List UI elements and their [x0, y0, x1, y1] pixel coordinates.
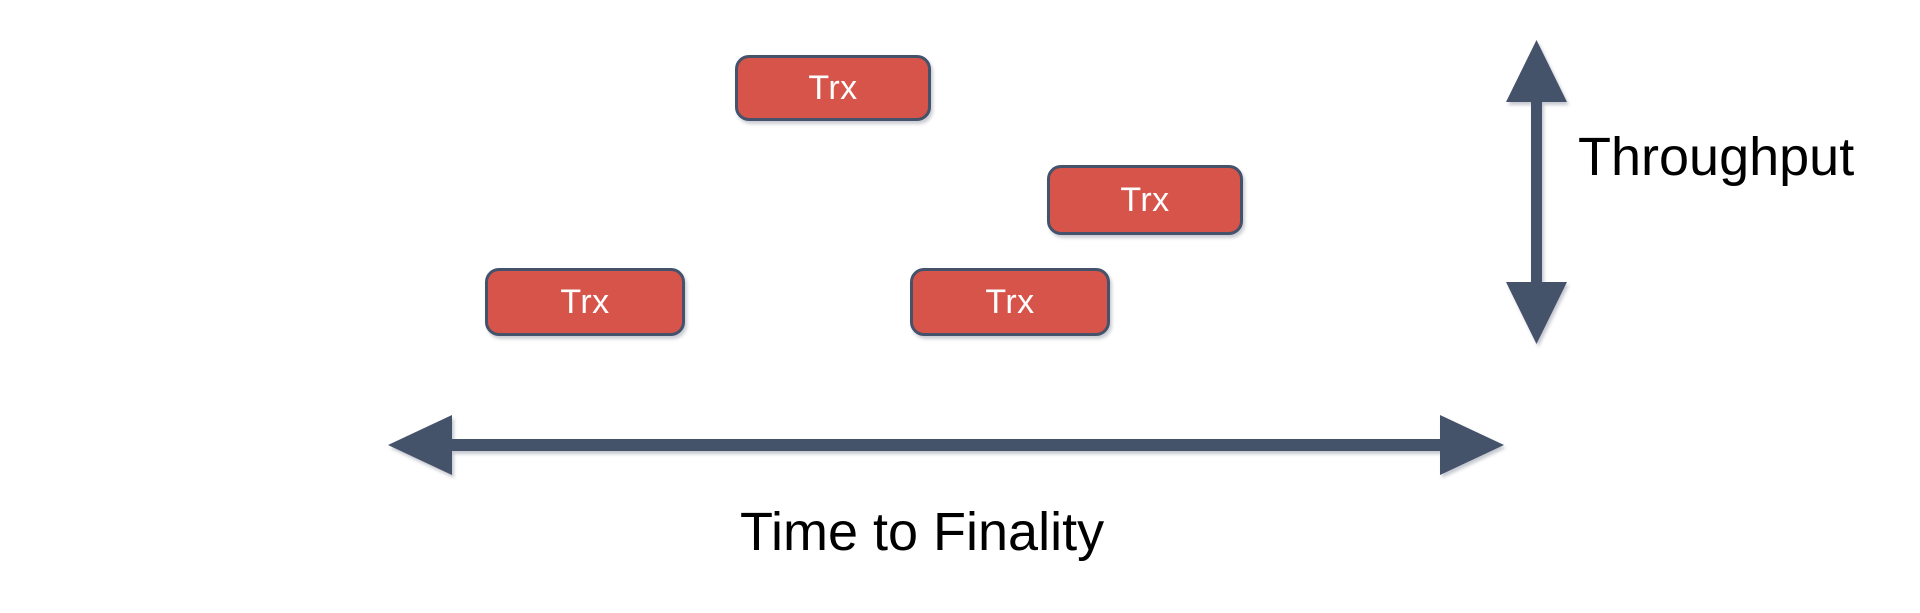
trx-box[interactable]: Trx	[485, 268, 685, 336]
time-to-finality-axis-label: Time to Finality	[740, 502, 1105, 562]
throughput-arrow	[1506, 40, 1567, 344]
throughput-axis-label: Throughput	[1578, 127, 1855, 187]
trx-box-label: Trx	[1120, 181, 1170, 219]
trx-box[interactable]: Trx	[1047, 165, 1243, 235]
trx-box[interactable]: Trx	[735, 55, 931, 121]
trx-box-label: Trx	[560, 283, 610, 321]
time-to-finality-arrow	[388, 415, 1504, 475]
trx-box-label: Trx	[985, 283, 1035, 321]
trx-box-label: Trx	[808, 69, 858, 107]
trx-box[interactable]: Trx	[910, 268, 1110, 336]
